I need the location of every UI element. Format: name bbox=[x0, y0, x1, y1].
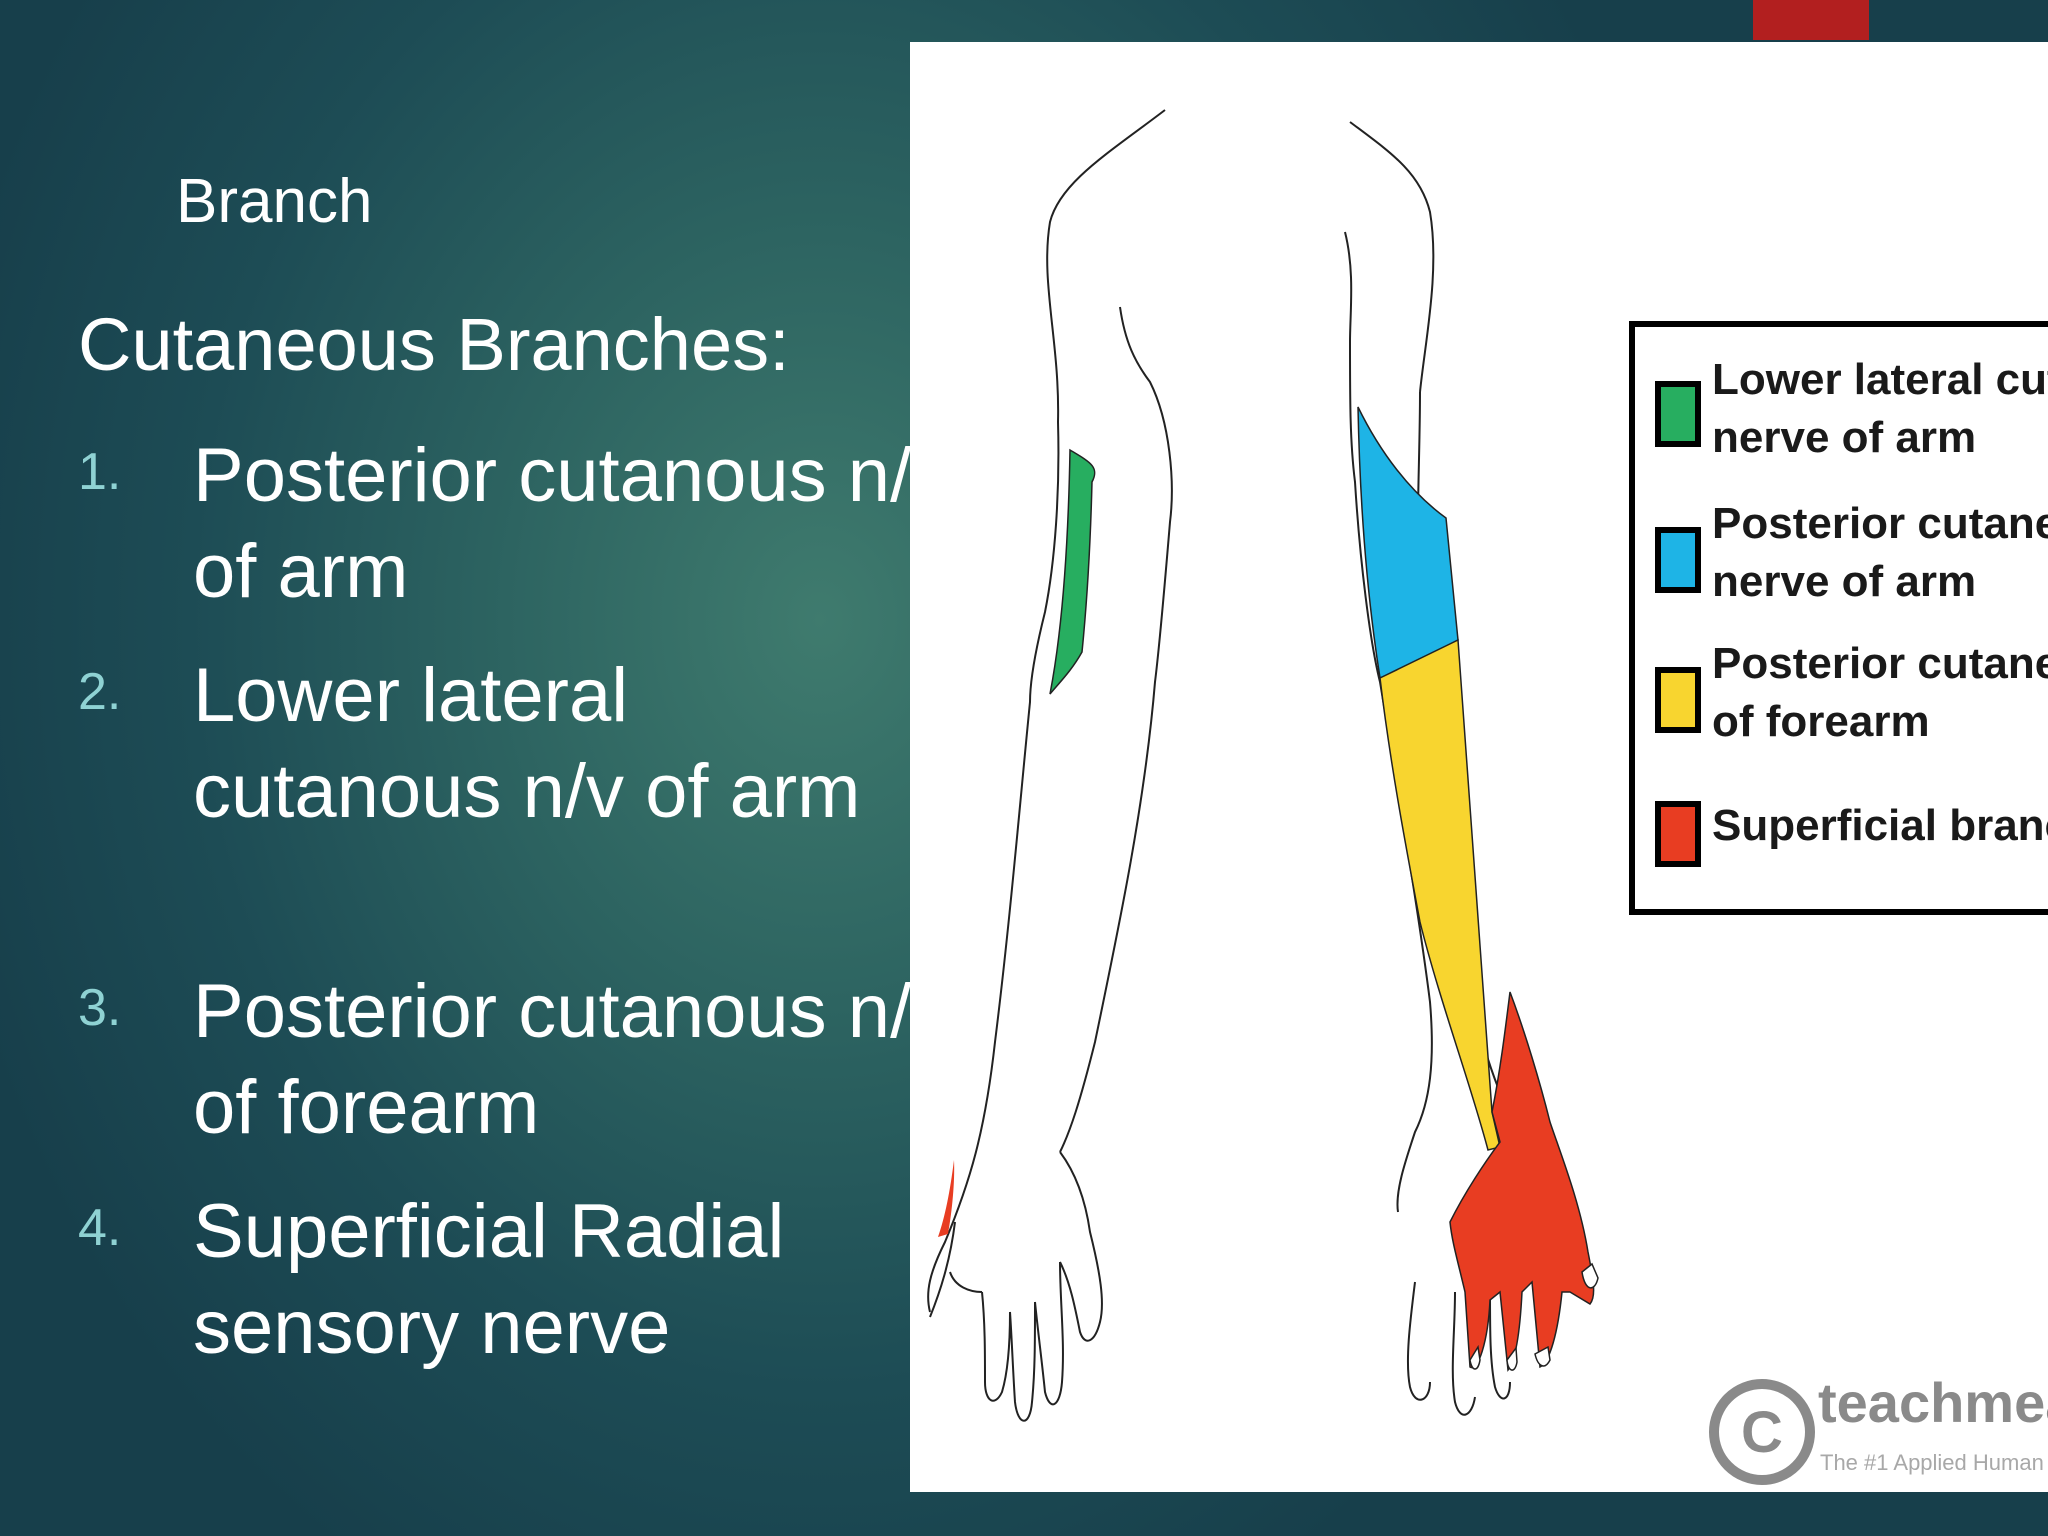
legend-label-posterior-forearm: Posterior cutaneous of forearm bbox=[1712, 639, 2048, 746]
list-text: Posterior cutanous n/v of forearm bbox=[193, 969, 950, 1150]
section-heading: Cutaneous Branches: bbox=[78, 303, 790, 386]
left-arm-outer-outline bbox=[927, 109, 1166, 1313]
list-number: 3. bbox=[78, 979, 122, 1037]
copyright-icon bbox=[1709, 1379, 1815, 1485]
list-number: 4. bbox=[78, 1199, 122, 1257]
list-text: Posterior cutanous n/v of arm bbox=[193, 433, 950, 614]
fingernail bbox=[1506, 1345, 1518, 1371]
list-number: 2. bbox=[78, 663, 122, 721]
posterior-arm-region bbox=[1357, 406, 1459, 680]
legend-box bbox=[1629, 321, 2048, 915]
left-hand-red-region bbox=[938, 1160, 955, 1237]
copyright-symbol: C bbox=[1741, 1400, 1783, 1465]
list-text: Superficial Radial sensory nerve bbox=[193, 1189, 785, 1370]
legend-label-posterior-arm: Posterior cutaneous nerve of arm bbox=[1712, 499, 2048, 606]
accent-bar bbox=[1753, 0, 1869, 40]
legend-label-superficial-branch: Superficial branch bbox=[1712, 801, 2048, 850]
figure-panel: Lower lateral cutane nerve of arm Poster… bbox=[910, 42, 2048, 1492]
legend-swatch-green bbox=[1655, 381, 1701, 447]
legend-label-lower-lateral: Lower lateral cutane nerve of arm bbox=[1712, 355, 2048, 462]
legend-swatch-yellow bbox=[1655, 667, 1701, 733]
list-text: Lower lateral cutanous n/v of arm bbox=[193, 653, 861, 834]
lower-lateral-arm-region bbox=[1049, 448, 1096, 695]
left-hand-outline bbox=[929, 1151, 1103, 1422]
slide-title: Branch bbox=[176, 167, 373, 236]
legend-swatch-blue bbox=[1655, 527, 1701, 593]
fingernail bbox=[1534, 1345, 1551, 1367]
arm-diagram: Lower lateral cutane nerve of arm Poster… bbox=[927, 109, 2048, 1485]
left-arm-inner-outline bbox=[1059, 306, 1173, 1153]
fingernail bbox=[1469, 1344, 1481, 1370]
right-hand-fingers bbox=[1406, 1281, 1511, 1416]
superficial-branch-region bbox=[1449, 991, 1595, 1372]
watermark-text: teachmeana bbox=[1818, 1371, 2048, 1434]
posterior-forearm-region bbox=[1379, 638, 1501, 1151]
legend-swatch-red bbox=[1655, 801, 1701, 867]
fingernail bbox=[1581, 1262, 1599, 1289]
list-number: 1. bbox=[78, 443, 122, 501]
watermark-tagline: The #1 Applied Human Anat bbox=[1820, 1450, 2048, 1475]
